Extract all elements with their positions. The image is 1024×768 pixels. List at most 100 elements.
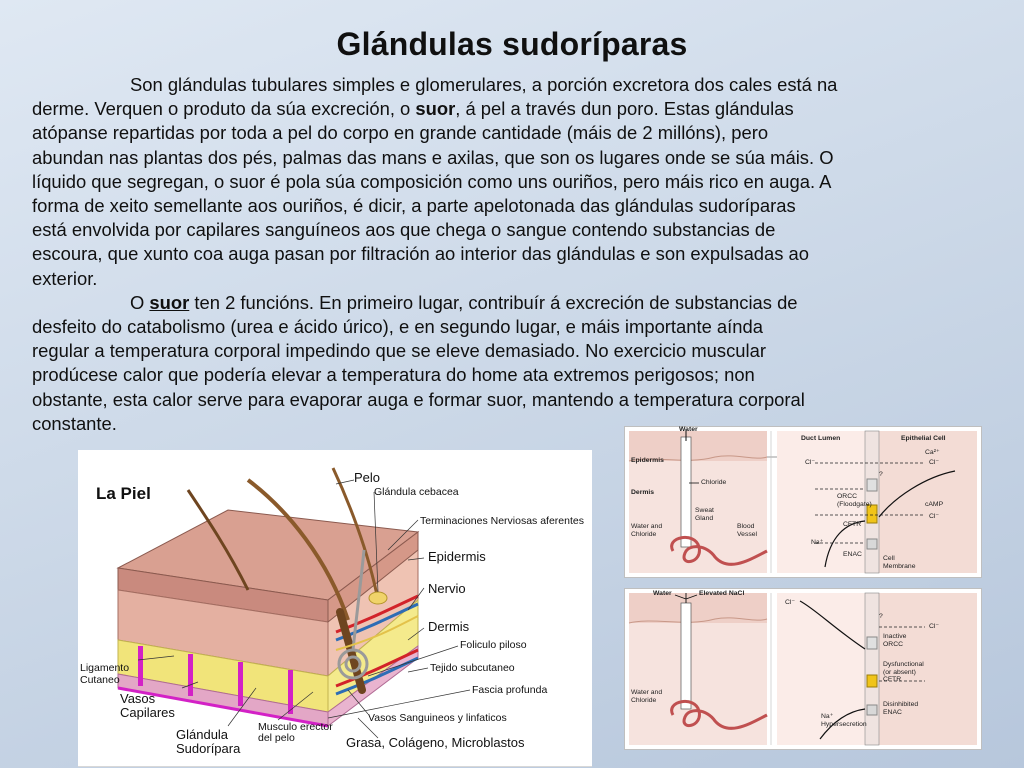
cf2-disinhibited-enac: Disinhibited ENAC (883, 701, 919, 716)
p1-line-1: Son glándulas tubulares simples e glomer… (130, 74, 838, 95)
cf1-cl-right: Cl⁻ (929, 459, 940, 466)
label-vasos-sanguineos: Vasos Sanguineos y linfaticos (368, 712, 507, 724)
cf1-water: Water (679, 426, 698, 433)
water-nacl-arrows (674, 593, 698, 603)
p2-line-1-rest: ten 2 funcións. En primeiro lugar, contr… (189, 291, 798, 313)
suor-term-underlined: suor (149, 291, 190, 313)
ligament-1 (138, 646, 143, 686)
nerve (335, 615, 419, 651)
cftr-channel (866, 504, 878, 524)
cf-normal-drawing (628, 429, 977, 574)
ligament-2 (188, 654, 193, 696)
label-ligamento: Ligamento Cutaneo (80, 662, 130, 686)
label-nervio: Nervio (428, 581, 466, 596)
sweat-duct (351, 549, 366, 651)
cf2-water: Water (653, 590, 672, 597)
ligament-4 (288, 670, 293, 714)
label-glandula-cebacea: Glándula cebacea (374, 486, 459, 498)
label-musculo: Musculo erector del pelo (258, 721, 333, 744)
cf1-chloride: Chloride (701, 479, 727, 486)
hair-1 (246, 478, 350, 621)
cell-membrane-band (864, 592, 880, 746)
p2-line-2: desfeito do catabolismo (urea e ácido úr… (32, 316, 763, 338)
orcc-channel (866, 478, 878, 492)
p1-line-8: escoura, que xunto coa auga pasan por fi… (32, 243, 810, 265)
cf1-na: Na⁺ (811, 539, 824, 546)
sweat-duct-tube (680, 436, 692, 548)
p1-line-9: exterior. (32, 267, 98, 289)
label-vasos-capilares: Vasos Capilares (120, 691, 175, 720)
p1-line-7: está envolvida por capilares sanguíneos … (32, 219, 776, 241)
blood-vessel-red-2 (335, 648, 419, 688)
cf1-question: ? (879, 471, 883, 478)
paragraph-2: O suor ten 2 funcións. En primeiro lugar… (32, 291, 992, 436)
cf-cf-drawing (628, 592, 977, 746)
epidermis-border (628, 455, 768, 462)
label-grasa: Grasa, Colágeno, Microblastos (346, 735, 525, 750)
na-curve (824, 520, 866, 568)
label-glandula-sudoripara: Glándula Sudorípara (176, 727, 241, 756)
cf2-cl: Cl⁻ (785, 599, 796, 606)
label-tejido: Tejido subcutaneo (430, 662, 515, 674)
paragraph-1: Son glándulas tubulares simples e glomer… (32, 73, 992, 291)
ion-flow-arrows (815, 462, 925, 544)
enac-channel (866, 538, 878, 550)
p2-first-word: O (130, 291, 150, 313)
body-text: Son glándulas tubulares simples e glomer… (32, 73, 992, 436)
ligament-3 (238, 662, 243, 706)
cf1-cftr: CFTR (843, 521, 862, 528)
p1-line-2-before: derme. Verquen o produto da súa excreció… (32, 98, 416, 120)
p2-line-3: regular a temperatura corporal impedindo… (32, 340, 766, 362)
sweat-duct-tube (680, 602, 692, 710)
label-terminaciones: Terminaciones Nerviosas aferentes (420, 515, 584, 527)
cf2-question: ? (879, 613, 883, 620)
label-foliculo: Foliculo piloso (460, 639, 527, 651)
cf-diagram-cystic-fibrosis: Water Elevated NaCl Water and Chloride C… (624, 588, 982, 750)
cf1-cl-left: Cl⁻ (805, 459, 816, 466)
leader-lines (137, 479, 471, 739)
cf2-cl-right: Cl⁻ (929, 623, 940, 630)
skin-diagram-title: La Piel (96, 484, 151, 503)
sweat-gland-coil-drawing (670, 700, 768, 730)
epidermis-band (629, 593, 767, 623)
p1-line-2-after: , á pel a través dun poro. Estas glándul… (455, 98, 794, 120)
ion-flow-arrows (879, 626, 925, 682)
cf2-na-hypersecretion: Na⁺ Hypersecretion (821, 713, 867, 728)
epidermis-border (628, 617, 768, 624)
cf1-water-chloride: Water and Chloride (631, 523, 663, 538)
cf1-dermis: Dermis (631, 489, 655, 496)
cf1-ca: Ca²⁺ (925, 449, 940, 456)
cf2-dysfunctional-cftr: Dysfunctional (or absent) CFTR (883, 661, 924, 683)
sweat-gland-coil-inner (344, 655, 362, 673)
cf1-duct-lumen: Duct Lumen (801, 435, 841, 442)
suor-term-bold: suor (415, 98, 456, 120)
cf2-elevated-nacl: Elevated NaCl (699, 590, 745, 597)
p1-line-5: líquido que segregan, o suor é pola súa … (32, 170, 832, 192)
label-pelo: Pelo (354, 470, 381, 485)
skin-diagram: La Piel Pelo Glándula cebacea Terminacio… (78, 450, 592, 767)
dysfunctional-cftr-channel (866, 674, 878, 688)
p2-line-4: prodúcese calor que podería elevar a tem… (32, 364, 755, 386)
cf1-sweat-gland: Sweat Gland (695, 507, 714, 522)
cf1-blood-vessel: Blood Vessel (737, 523, 758, 538)
cl-curve (799, 600, 866, 650)
p1-line-3: atópanse repartidas por toda a pel do co… (32, 122, 769, 144)
p2-line-6: constante. (32, 412, 117, 434)
hair-2 (331, 467, 380, 601)
slide-title: Glándulas sudoríparas (336, 26, 688, 62)
cf-diagram-normal: Water Epidermis Dermis Chloride Sweat Gl… (624, 426, 982, 578)
inactive-orcc-channel (866, 636, 878, 650)
cf1-orcc: ORCC (Floodgate) (837, 493, 872, 508)
skin-diagram-drawing (116, 467, 471, 739)
cf2-water-chloride: Water and Chloride (631, 689, 663, 704)
hair-3 (186, 489, 250, 591)
cf1-epidermis: Epidermis (631, 457, 664, 464)
cf2-inactive-orcc: Inactive ORCC (883, 633, 907, 648)
p1-line-4: abundan nas plantas dos pés, palmas das … (32, 146, 834, 168)
cf1-cl-right-2: Cl⁻ (929, 513, 940, 520)
label-dermis: Dermis (428, 619, 470, 634)
p1-line-6: forma de xeito semellante aos ouriños, é… (32, 195, 796, 217)
camp-curve (878, 470, 956, 518)
cf1-enac: ENAC (843, 551, 862, 558)
epidermis-band (629, 431, 767, 461)
